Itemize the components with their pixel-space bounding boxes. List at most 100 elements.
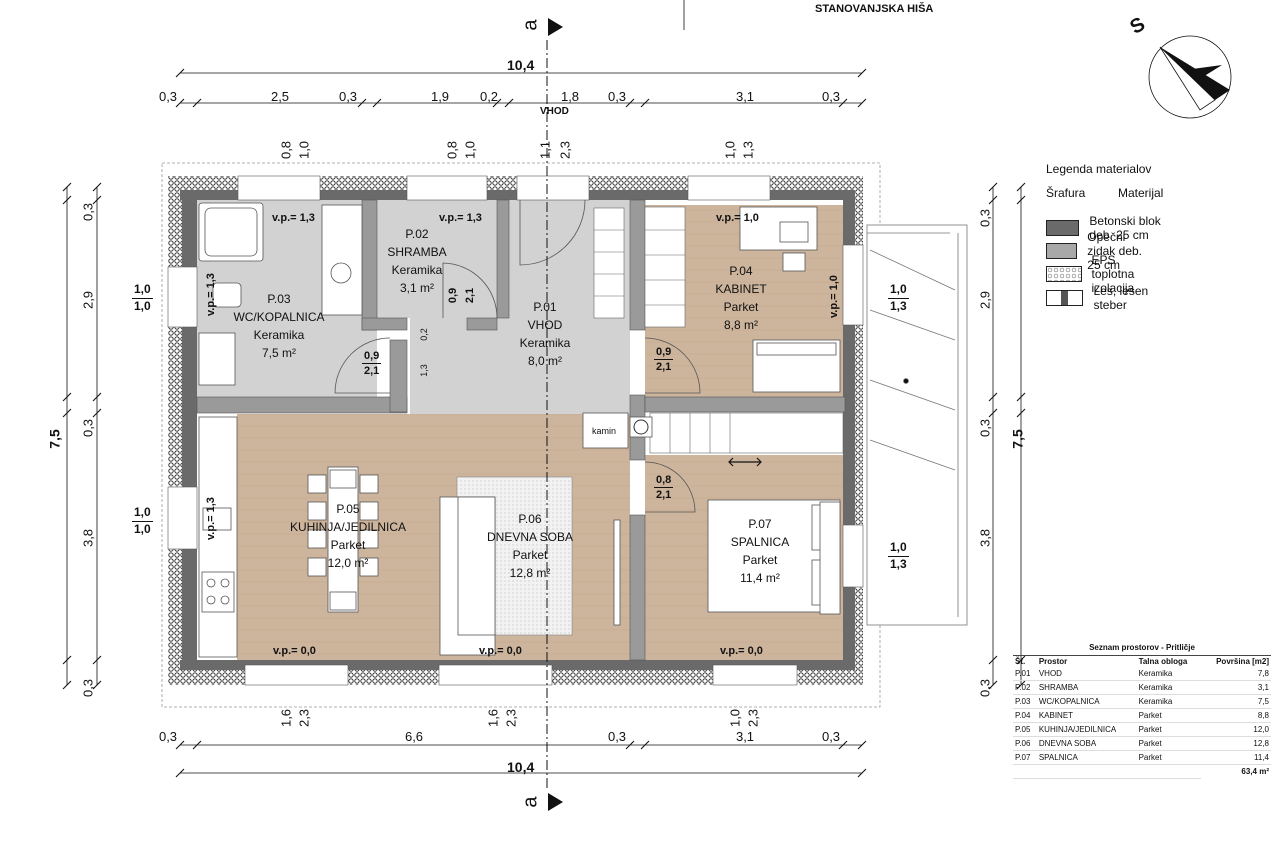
- schedule-title: Seznam prostorov - Pritličje: [1013, 640, 1271, 656]
- compass-icon: [1148, 35, 1232, 119]
- legend-title: Legenda materialov: [1046, 162, 1152, 176]
- dimension-tick: [988, 655, 998, 665]
- legend-item: Betonski blok deb. 25 cm: [1046, 214, 1162, 242]
- kitchen-fixtures: [198, 416, 379, 658]
- sill-height: v.p.= 1,3: [272, 212, 315, 224]
- eps-left: [168, 176, 184, 685]
- schedule-table: Št. Prostor Talna obloga Površina [m2] P…: [1013, 657, 1271, 779]
- wall-dim: 1,3: [418, 364, 429, 377]
- window-dim: 1,1: [537, 140, 553, 160]
- dim-top: 0,3: [158, 89, 178, 104]
- dimension-tick: [625, 98, 635, 108]
- total-row: 63,4 m²: [1013, 764, 1271, 779]
- dimension-tick: [372, 98, 382, 108]
- fireplace-label: kamin: [592, 426, 617, 436]
- dim-right: 2,9: [977, 290, 993, 310]
- interior-walls: [196, 199, 846, 661]
- overall-width-bottom: 10,4: [507, 759, 535, 775]
- dim-top: 0,3: [338, 89, 358, 104]
- window-dim: 1,6: [485, 708, 501, 728]
- dimension-tick: [175, 740, 185, 750]
- dimension-tick: [62, 195, 72, 205]
- dimension-tick: [1016, 655, 1026, 665]
- sill-height: v.p.= 0,0: [479, 645, 522, 657]
- dimension-tick: [988, 680, 998, 690]
- swatch-icon: [1046, 266, 1082, 282]
- dim-right: 0,3: [977, 208, 993, 228]
- sill-height: v.p.= 1,3: [205, 273, 217, 316]
- sill-height: v.p.= 1,3: [439, 212, 482, 224]
- sill-height: v.p.= 1,3: [205, 497, 217, 540]
- sill-height: v.p.= 0,0: [273, 645, 316, 657]
- legend-col2: Materijal: [1118, 186, 1164, 200]
- sill-height: v.p.= 1,0: [828, 275, 840, 318]
- dim-bottom: 0,3: [607, 729, 627, 744]
- dimension-tick: [857, 768, 867, 778]
- window-dim: 1,0: [296, 140, 312, 160]
- dimension-tick: [62, 392, 72, 402]
- dimension-tick: [175, 68, 185, 78]
- terrace: [866, 224, 968, 626]
- dimension-tick: [1016, 408, 1026, 418]
- dim-bottom: 0,3: [821, 729, 841, 744]
- dim-top: 0,2: [479, 89, 499, 104]
- door-swings: [334, 199, 701, 513]
- swatch-icon: [1046, 290, 1084, 306]
- dimension-tick: [62, 408, 72, 418]
- sill-height: v.p.= 1,0: [716, 212, 759, 224]
- dimension-tick: [857, 740, 867, 750]
- room-schedule: Seznam prostorov - Pritličje Št. Prostor…: [1013, 640, 1271, 779]
- dimension-tick: [640, 740, 650, 750]
- window-dim: 0,8: [444, 140, 460, 160]
- dim-bottom: 6,6: [404, 729, 424, 744]
- dimension-tick: [92, 408, 102, 418]
- swatch-icon: [1046, 220, 1080, 236]
- dim-left: 2,9: [80, 290, 96, 310]
- window-dim: 1,0: [722, 140, 738, 160]
- window-dim: 2,3: [296, 708, 312, 728]
- drawing-title: STANOVANJSKA HIŠA: [815, 3, 934, 15]
- dimension-tick: [640, 98, 650, 108]
- bedroom-fixtures: [707, 457, 841, 615]
- dimension-tick: [62, 680, 72, 690]
- dimension-tick: [92, 195, 102, 205]
- dim-top: 1,9: [430, 89, 450, 104]
- door-dim-vertical: 0,9: [447, 287, 460, 304]
- overall-width-top: 10,4: [507, 57, 535, 73]
- dimension-tick: [838, 740, 848, 750]
- dimension-tick: [1016, 182, 1026, 192]
- dim-bottom: 0,3: [158, 729, 178, 744]
- dimension-tick: [988, 195, 998, 205]
- living-fixtures: [439, 412, 653, 656]
- dimension-tick: [62, 182, 72, 192]
- dim-left: 0,3: [80, 418, 96, 438]
- dim-right: 3,8: [977, 528, 993, 548]
- dim-left: 0,3: [80, 202, 96, 222]
- dimension-tick: [988, 392, 998, 402]
- dimension-lines: [66, 0, 1022, 774]
- dimension-tick: [175, 768, 185, 778]
- dimension-tick: [857, 98, 867, 108]
- dimension-tick: [625, 740, 635, 750]
- dimension-tick: [92, 392, 102, 402]
- window-dim: 1,0: [727, 708, 743, 728]
- dimension-tick: [92, 680, 102, 690]
- legend-item: EPS toplotna izolacija: [1046, 253, 1159, 295]
- dimension-tick: [192, 740, 202, 750]
- dim-right: 0,3: [977, 678, 993, 698]
- section-marker-top: a: [519, 19, 542, 31]
- legend-item: Les, lesen steber: [1046, 284, 1149, 312]
- dimension-tick: [857, 68, 867, 78]
